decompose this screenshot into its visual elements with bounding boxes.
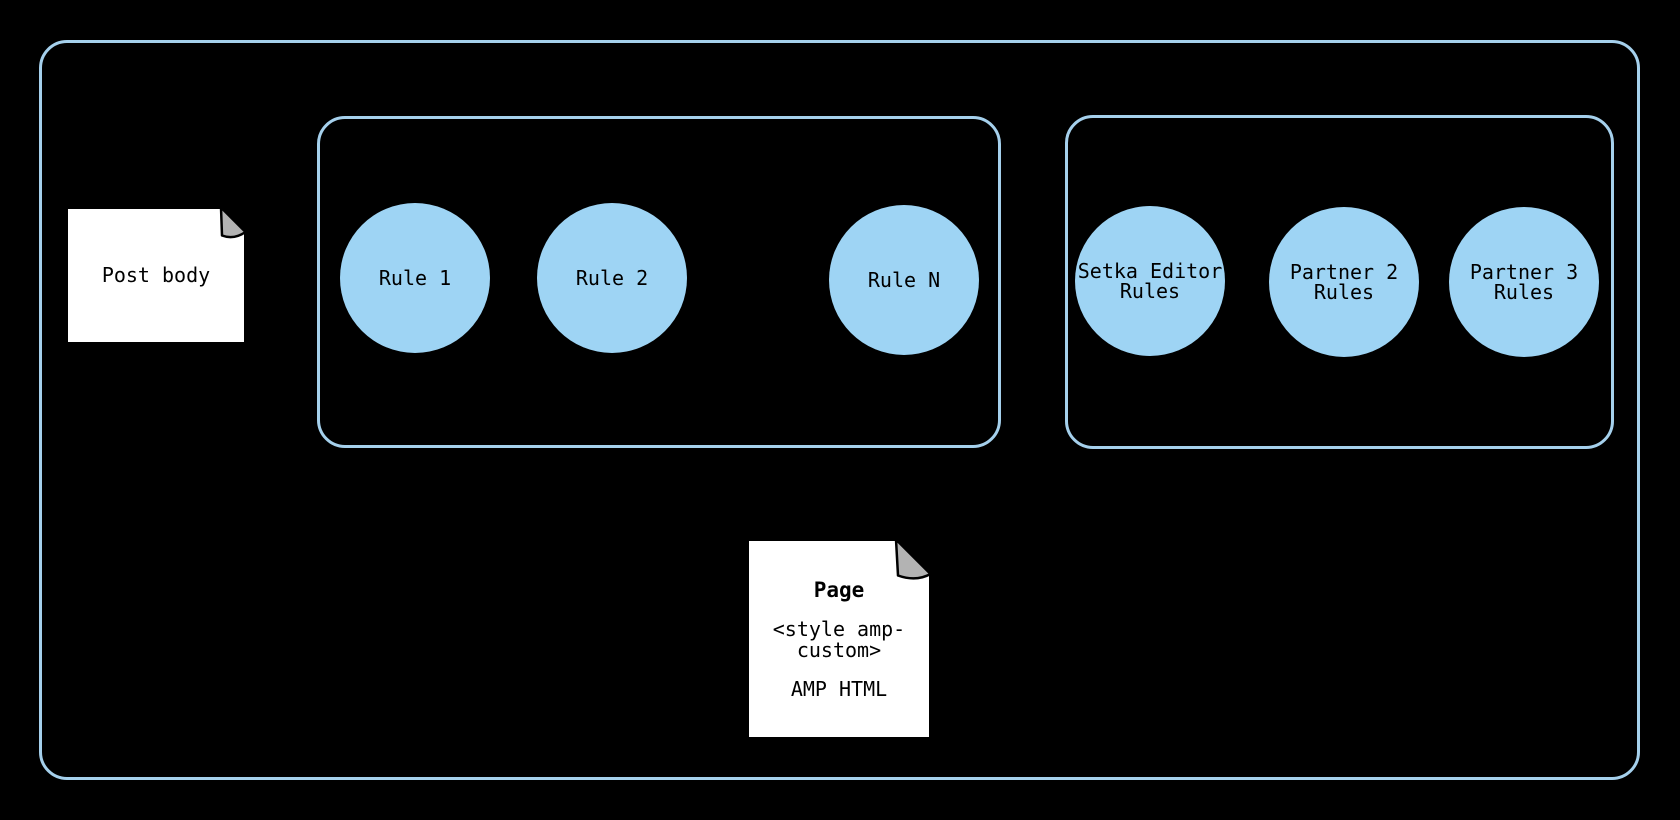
partner-2-rules-label: Partner 2 Rules: [1289, 260, 1399, 304]
page-style-text: <style amp-custom>: [772, 617, 906, 662]
rule-2-circle: Rule 2: [537, 203, 687, 353]
rule-1-label: Rule 1: [378, 266, 452, 290]
partner-2-rules-circle: Partner 2 Rules: [1269, 207, 1419, 357]
setka-editor-rules-circle: Setka Editor Rules: [1075, 206, 1225, 356]
post-body-note: Post body: [65, 206, 247, 345]
outer-container-frame: [39, 40, 1640, 780]
rule-n-circle: Rule N: [829, 205, 979, 355]
page-note: Page <style amp-custom> AMP HTML: [746, 538, 932, 740]
rules-group-frame: [317, 116, 1001, 448]
partner-3-rules-circle: Partner 3 Rules: [1449, 207, 1599, 357]
folded-corner-icon: [219, 206, 247, 239]
folded-corner-icon: [894, 538, 932, 580]
rule-2-label: Rule 2: [575, 266, 649, 290]
page-title: Page: [813, 578, 865, 602]
post-body-label: Post body: [101, 263, 211, 287]
partner-3-rules-label: Partner 3 Rules: [1469, 260, 1579, 304]
page-amp-html-text: AMP HTML: [790, 677, 888, 701]
setka-editor-rules-label: Setka Editor Rules: [1077, 259, 1223, 303]
note-shape: [65, 206, 247, 345]
partners-group-frame: [1065, 115, 1614, 449]
rule-n-label: Rule N: [867, 268, 941, 292]
rule-1-circle: Rule 1: [340, 203, 490, 353]
note-shape: [746, 538, 932, 740]
